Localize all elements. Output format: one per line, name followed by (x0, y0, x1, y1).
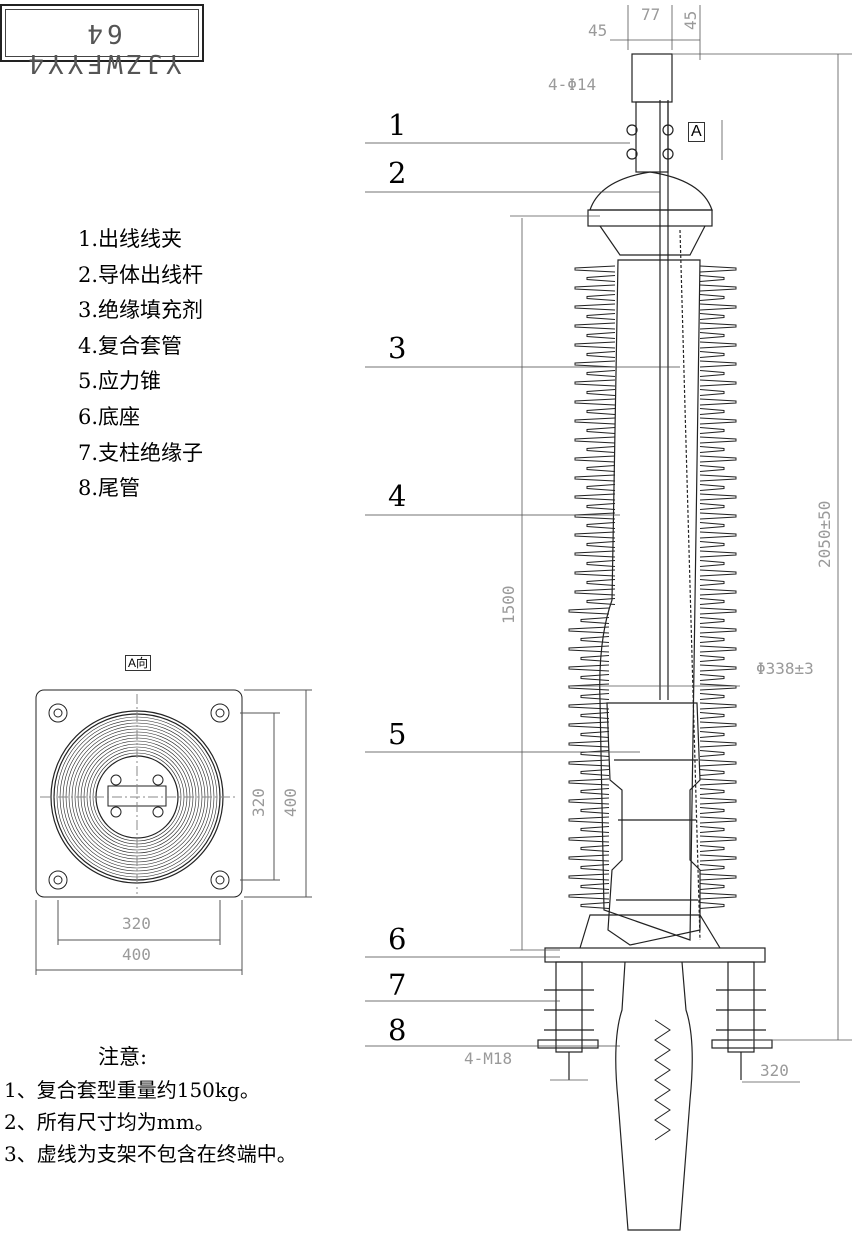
parts-legend: 1.出线线夹 2.导体出线杆 3.绝缘填充剂 4.复合套管 5.应力锥 6.底座… (78, 222, 203, 507)
callout-3: 3 (388, 331, 407, 365)
dim-top-mid: 77 (641, 5, 661, 24)
legend-item: 3.绝缘填充剂 (78, 298, 204, 323)
bushing-body (537, 53, 773, 1231)
notes-title: 注意: (98, 1045, 148, 1069)
callout-1: 1 (388, 108, 407, 142)
dim-holes-top: 4-Φ14 (548, 75, 597, 94)
dim-top-left: 45 (588, 21, 608, 40)
callout-leaders (365, 142, 680, 1047)
callout-7: 7 (388, 968, 407, 1002)
dim-diameter: Φ338±3 (756, 659, 814, 678)
dim-top-right: 45 (681, 10, 700, 30)
base-plate (544, 947, 766, 963)
dim-base-spacing: 320 (760, 1061, 789, 1080)
note-item: 2、所有尺寸均为mm。 (4, 1110, 215, 1134)
dim-base-holes: 4-M18 (464, 1049, 513, 1068)
legend-item: 2.导体出线杆 (78, 262, 204, 287)
dim-plan-inner-h: 320 (122, 914, 151, 933)
view-a-label: A向 (125, 655, 152, 671)
legend-item: 4.复合套管 (78, 333, 183, 358)
plan-view-a (35, 689, 312, 975)
legend-item: 7.支柱绝缘子 (78, 440, 204, 465)
note-item: 3、虚线为支架不包含在终端中。 (4, 1142, 297, 1166)
callout-6: 6 (388, 922, 407, 956)
dim-shed-length: 1500 (499, 585, 518, 624)
callout-8: 8 (388, 1013, 407, 1047)
note-item: 1、复合套型重量约150kg。 (4, 1078, 260, 1102)
dim-plan-outer-v: 400 (281, 788, 300, 817)
title-block: YJZWFYY4 64 (0, 4, 204, 78)
notes-block: 注意: 1、复合套型重量约150kg。 2、所有尺寸均为mm。 3、虚线为支架不… (4, 1040, 297, 1170)
view-arrow-label: A (688, 122, 705, 142)
composite-sheds (568, 265, 737, 909)
plan-base-square (35, 689, 243, 898)
dimension-lines (510, 5, 852, 1083)
support-insulator-left (544, 961, 594, 1080)
support-insulator-right (716, 961, 766, 1080)
legend-item: 8.尾管 (78, 476, 141, 501)
dim-overall-height: 2050±50 (815, 500, 834, 568)
dim-plan-inner-v: 320 (249, 788, 268, 817)
legend-item: 5.应力锥 (78, 369, 162, 394)
callout-5: 5 (388, 717, 407, 751)
dim-plan-outer-h: 400 (122, 945, 151, 964)
legend-item: 1.出线线夹 (78, 227, 183, 251)
terminal-clamp (631, 53, 673, 103)
legend-item: 6.底座 (78, 404, 141, 429)
callout-2: 2 (388, 156, 407, 190)
drawing-title: YJZWFYY4 64 (24, 18, 182, 78)
callout-4: 4 (388, 479, 407, 513)
